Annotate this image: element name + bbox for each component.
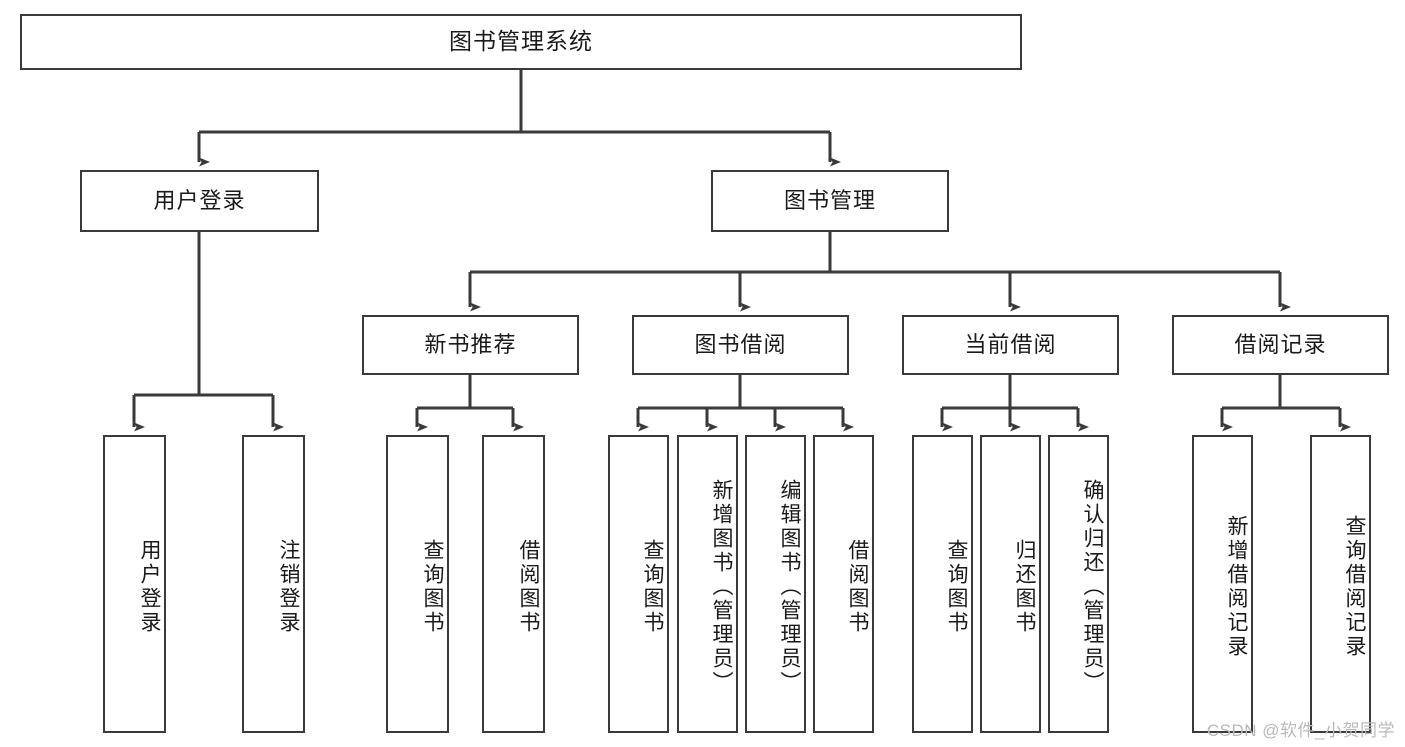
node-book-management[interactable]: 图书管理 xyxy=(711,170,949,232)
leaf-logout-login[interactable]: 注销登录 xyxy=(242,435,305,733)
leaf-return-book[interactable]: 归还图书 xyxy=(980,435,1041,733)
node-current-borrow[interactable]: 当前借阅 xyxy=(902,315,1119,375)
node-user-login[interactable]: 用户登录 xyxy=(80,170,319,232)
leaf-query-book-recommend[interactable]: 查询图书 xyxy=(386,435,449,733)
leaf-query-borrow-record[interactable]: 查询借阅记录 xyxy=(1310,435,1371,733)
node-borrow-record[interactable]: 借阅记录 xyxy=(1172,315,1389,375)
leaf-add-borrow-record[interactable]: 新增借阅记录 xyxy=(1192,435,1253,733)
leaf-edit-book-admin[interactable]: 编辑图书（管理员） xyxy=(745,435,806,733)
node-new-book-recommend[interactable]: 新书推荐 xyxy=(362,315,579,375)
node-book-borrow[interactable]: 图书借阅 xyxy=(632,315,849,375)
leaf-query-book-current[interactable]: 查询图书 xyxy=(912,435,973,733)
leaf-user-login[interactable]: 用户登录 xyxy=(103,435,166,733)
leaf-borrow-book-borrow[interactable]: 借阅图书 xyxy=(813,435,874,733)
leaf-add-book-admin[interactable]: 新增图书（管理员） xyxy=(677,435,738,733)
leaf-borrow-book-recommend[interactable]: 借阅图书 xyxy=(482,435,545,733)
csdn-watermark: CSDN @软件_小贺同学 xyxy=(1206,721,1395,740)
leaf-query-book-borrow[interactable]: 查询图书 xyxy=(608,435,669,733)
node-root-system[interactable]: 图书管理系统 xyxy=(20,14,1022,70)
leaf-confirm-return-admin[interactable]: 确认归还（管理员） xyxy=(1048,435,1109,733)
